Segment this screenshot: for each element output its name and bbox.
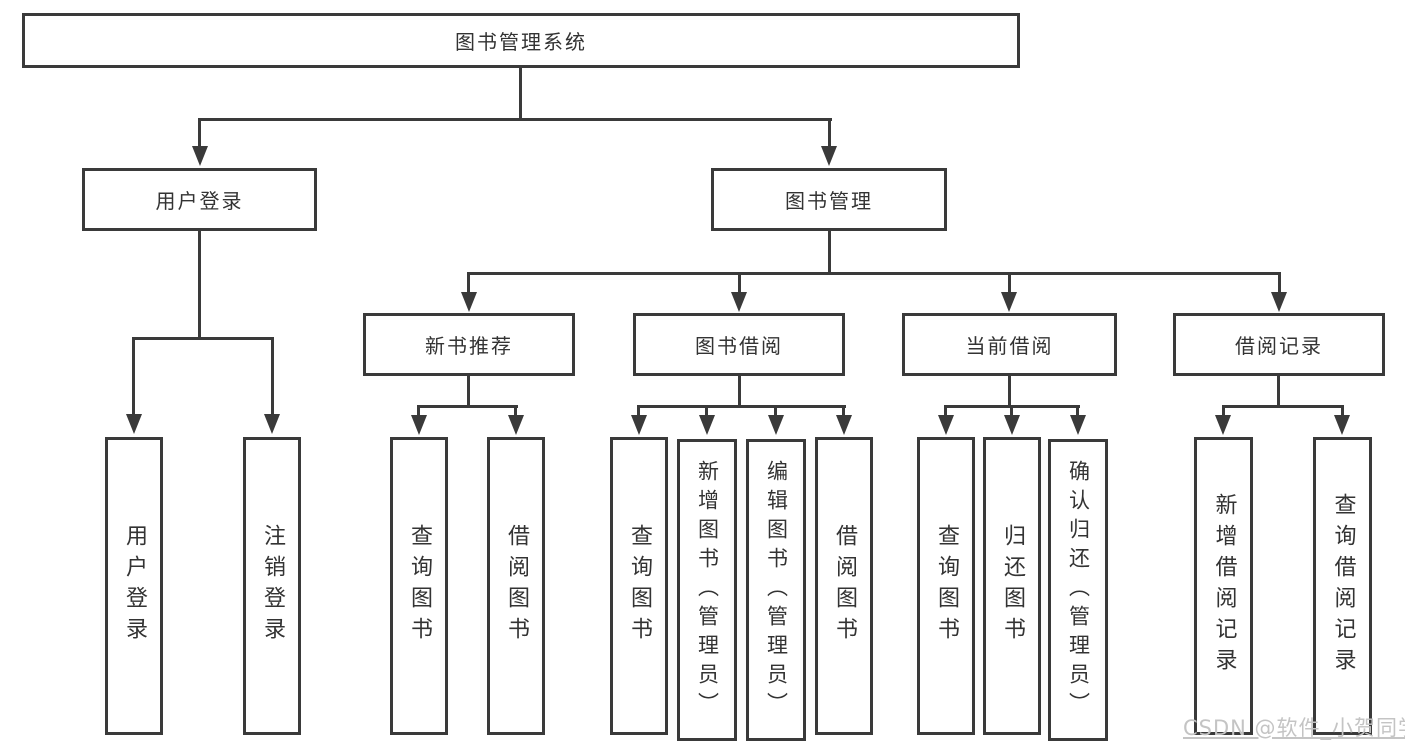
- node-borrow-records: 借阅记录: [1173, 313, 1385, 376]
- leaf-query-books-current-label: 查询图书: [934, 524, 959, 648]
- connector-line: [1008, 374, 1011, 407]
- connector-line: [467, 272, 470, 294]
- connector-line: [738, 272, 741, 294]
- leaf-query-borrow-record-label: 查询借阅记录: [1330, 493, 1356, 679]
- connector-line: [842, 405, 845, 419]
- watermark: CSDN @软件_小贺同学: [1183, 716, 1405, 740]
- arrow-down-icon: [1001, 292, 1017, 312]
- leaf-query-borrow-record: 查询借阅记录: [1313, 437, 1372, 735]
- leaf-borrow-books: 借阅图书: [815, 437, 873, 735]
- connector-line: [637, 405, 640, 419]
- connector-line: [271, 337, 274, 416]
- arrow-down-icon: [1004, 415, 1020, 435]
- leaf-add-book-admin: 新增图书（管理员）: [677, 439, 737, 741]
- connector-line: [828, 118, 831, 150]
- connector-line: [828, 231, 831, 275]
- node-book-management: 图书管理: [711, 168, 947, 231]
- leaf-query-books-borrow: 查询图书: [610, 437, 668, 735]
- connector-line: [514, 405, 517, 419]
- leaf-borrow-books-label: 借阅图书: [832, 524, 857, 648]
- arrow-down-icon: [1070, 415, 1086, 435]
- connector-line: [198, 118, 832, 121]
- node-user-login: 用户登录: [82, 168, 317, 231]
- arrow-down-icon: [768, 415, 784, 435]
- connector-line: [637, 405, 846, 408]
- leaf-return-book-label: 归还图书: [1000, 524, 1025, 648]
- arrow-down-icon: [126, 414, 142, 434]
- node-user-login-label: 用户登录: [155, 189, 244, 213]
- leaf-query-books-recommend-label: 查询图书: [407, 524, 432, 648]
- arrow-down-icon: [836, 415, 852, 435]
- leaf-edit-book-admin-label: 编辑图书（管理员）: [764, 459, 789, 721]
- node-current-borrow: 当前借阅: [902, 313, 1117, 376]
- node-new-book-recommend: 新书推荐: [363, 313, 575, 376]
- arrow-down-icon: [699, 415, 715, 435]
- connector-line: [198, 118, 201, 150]
- arrow-down-icon: [508, 415, 524, 435]
- connector-line: [1010, 405, 1013, 419]
- arrow-down-icon: [821, 146, 837, 166]
- connector-line: [774, 405, 777, 419]
- connector-line: [519, 66, 522, 120]
- arrow-down-icon: [411, 415, 427, 435]
- leaf-confirm-return-admin-label: 确认归还（管理员）: [1066, 459, 1091, 721]
- connector-line: [944, 405, 947, 419]
- leaf-confirm-return-admin: 确认归还（管理员）: [1048, 439, 1108, 741]
- connector-line: [738, 374, 741, 407]
- connector-line: [1278, 272, 1281, 294]
- leaf-logout: 注销登录: [243, 437, 301, 735]
- arrow-down-icon: [264, 414, 280, 434]
- arrow-down-icon: [631, 415, 647, 435]
- leaf-borrow-books-recommend: 借阅图书: [487, 437, 545, 735]
- node-new-book-recommend-label: 新书推荐: [425, 334, 513, 358]
- leaf-user-login-label: 用户登录: [122, 524, 147, 648]
- leaf-query-books-recommend: 查询图书: [390, 437, 448, 735]
- node-book-borrow: 图书借阅: [633, 313, 845, 376]
- connector-line: [198, 229, 201, 338]
- leaf-query-books-current: 查询图书: [917, 437, 975, 735]
- node-borrow-records-label: 借阅记录: [1235, 334, 1323, 358]
- arrow-down-icon: [461, 292, 477, 312]
- arrow-down-icon: [1334, 415, 1350, 435]
- arrow-down-icon: [1215, 415, 1231, 435]
- node-root-label: 图书管理系统: [455, 30, 587, 54]
- leaf-query-books-borrow-label: 查询图书: [627, 524, 652, 648]
- leaf-add-borrow-record-label: 新增借阅记录: [1211, 493, 1237, 679]
- arrow-down-icon: [1271, 292, 1287, 312]
- leaf-logout-label: 注销登录: [260, 524, 285, 648]
- connector-line: [467, 374, 470, 407]
- connector-line: [132, 337, 135, 416]
- node-root: 图书管理系统: [22, 13, 1020, 68]
- arrow-down-icon: [731, 292, 747, 312]
- leaf-add-book-admin-label: 新增图书（管理员）: [695, 459, 720, 721]
- node-book-borrow-label: 图书借阅: [695, 334, 783, 358]
- node-current-borrow-label: 当前借阅: [965, 334, 1054, 358]
- node-book-management-label: 图书管理: [785, 189, 873, 213]
- connector-line: [1222, 405, 1344, 408]
- leaf-edit-book-admin: 编辑图书（管理员）: [746, 439, 806, 741]
- leaf-user-login: 用户登录: [105, 437, 163, 735]
- connector-line: [1341, 405, 1344, 419]
- connector-line: [1277, 374, 1280, 407]
- connector-line: [705, 405, 708, 419]
- connector-line: [1076, 405, 1079, 419]
- arrow-down-icon: [938, 415, 954, 435]
- leaf-add-borrow-record: 新增借阅记录: [1194, 437, 1253, 735]
- connector-line: [133, 337, 274, 340]
- leaf-borrow-books-recommend-label: 借阅图书: [504, 524, 529, 648]
- connector-line: [417, 405, 518, 408]
- arrow-down-icon: [192, 146, 208, 166]
- leaf-return-book: 归还图书: [983, 437, 1041, 735]
- connector-line: [1008, 272, 1011, 294]
- connector-line: [1222, 405, 1225, 419]
- connector-line: [468, 272, 1281, 275]
- connector-line: [417, 405, 420, 419]
